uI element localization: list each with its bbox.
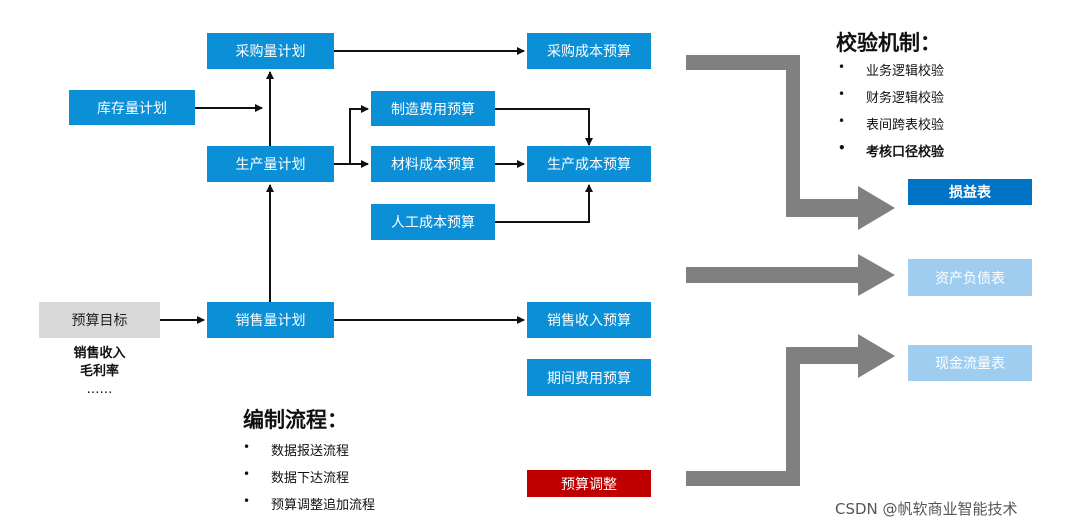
validation-item: 考核口径校验: [836, 141, 944, 168]
validation-list: 业务逻辑校验 财务逻辑校验 表间跨表校验 考核口径校验: [836, 60, 944, 168]
process-title: 编制流程：: [243, 408, 348, 432]
node-inventory-plan: 库存量计划: [69, 90, 195, 125]
arrow-manufacturing-to-production-cost: [495, 108, 593, 146]
node-purchase-plan: 采购量计划: [207, 33, 334, 69]
target-detail-ellipsis: ……: [86, 382, 113, 397]
big-arrow-to-income-statement: [686, 55, 895, 230]
node-labor-cost: 人工成本预算: [371, 204, 495, 240]
node-period-expense: 期间费用预算: [527, 359, 651, 396]
big-arrow-to-cash-flow: [686, 334, 895, 486]
node-purchase-cost: 采购成本预算: [527, 33, 651, 69]
node-income-statement: 损益表: [908, 179, 1032, 205]
process-item: 数据报送流程: [241, 440, 375, 467]
arrow-production-to-manufacturing: [334, 105, 369, 165]
node-sales-plan: 销售量计划: [207, 302, 334, 338]
node-budget-target: 预算目标: [39, 302, 160, 338]
node-balance-sheet: 资产负债表: [908, 259, 1032, 296]
process-list: 数据报送流程 数据下达流程 预算调整追加流程: [241, 440, 375, 521]
process-item: 预算调整追加流程: [241, 494, 375, 521]
node-manufacturing-cost: 制造费用预算: [371, 91, 495, 126]
watermark: CSDN @帆软商业智能技术: [835, 500, 1018, 518]
validation-item: 财务逻辑校验: [836, 87, 944, 114]
node-production-cost: 生产成本预算: [527, 146, 651, 182]
node-sales-revenue: 销售收入预算: [527, 302, 651, 338]
node-budget-adjust: 预算调整: [527, 470, 651, 497]
node-material-cost: 材料成本预算: [371, 146, 495, 182]
target-details: 销售收入 毛利率 ……: [39, 345, 160, 399]
target-detail-margin: 毛利率: [79, 364, 119, 379]
process-item: 数据下达流程: [241, 467, 375, 494]
big-arrow-to-balance-sheet: [686, 254, 895, 296]
target-detail-revenue: 销售收入: [73, 346, 126, 361]
validation-item: 业务逻辑校验: [836, 60, 944, 87]
node-cash-flow: 现金流量表: [908, 345, 1032, 381]
validation-title: 校验机制：: [836, 31, 941, 55]
node-production-plan: 生产量计划: [207, 146, 334, 182]
validation-item: 表间跨表校验: [836, 114, 944, 141]
arrow-labor-to-production-cost: [495, 184, 593, 223]
